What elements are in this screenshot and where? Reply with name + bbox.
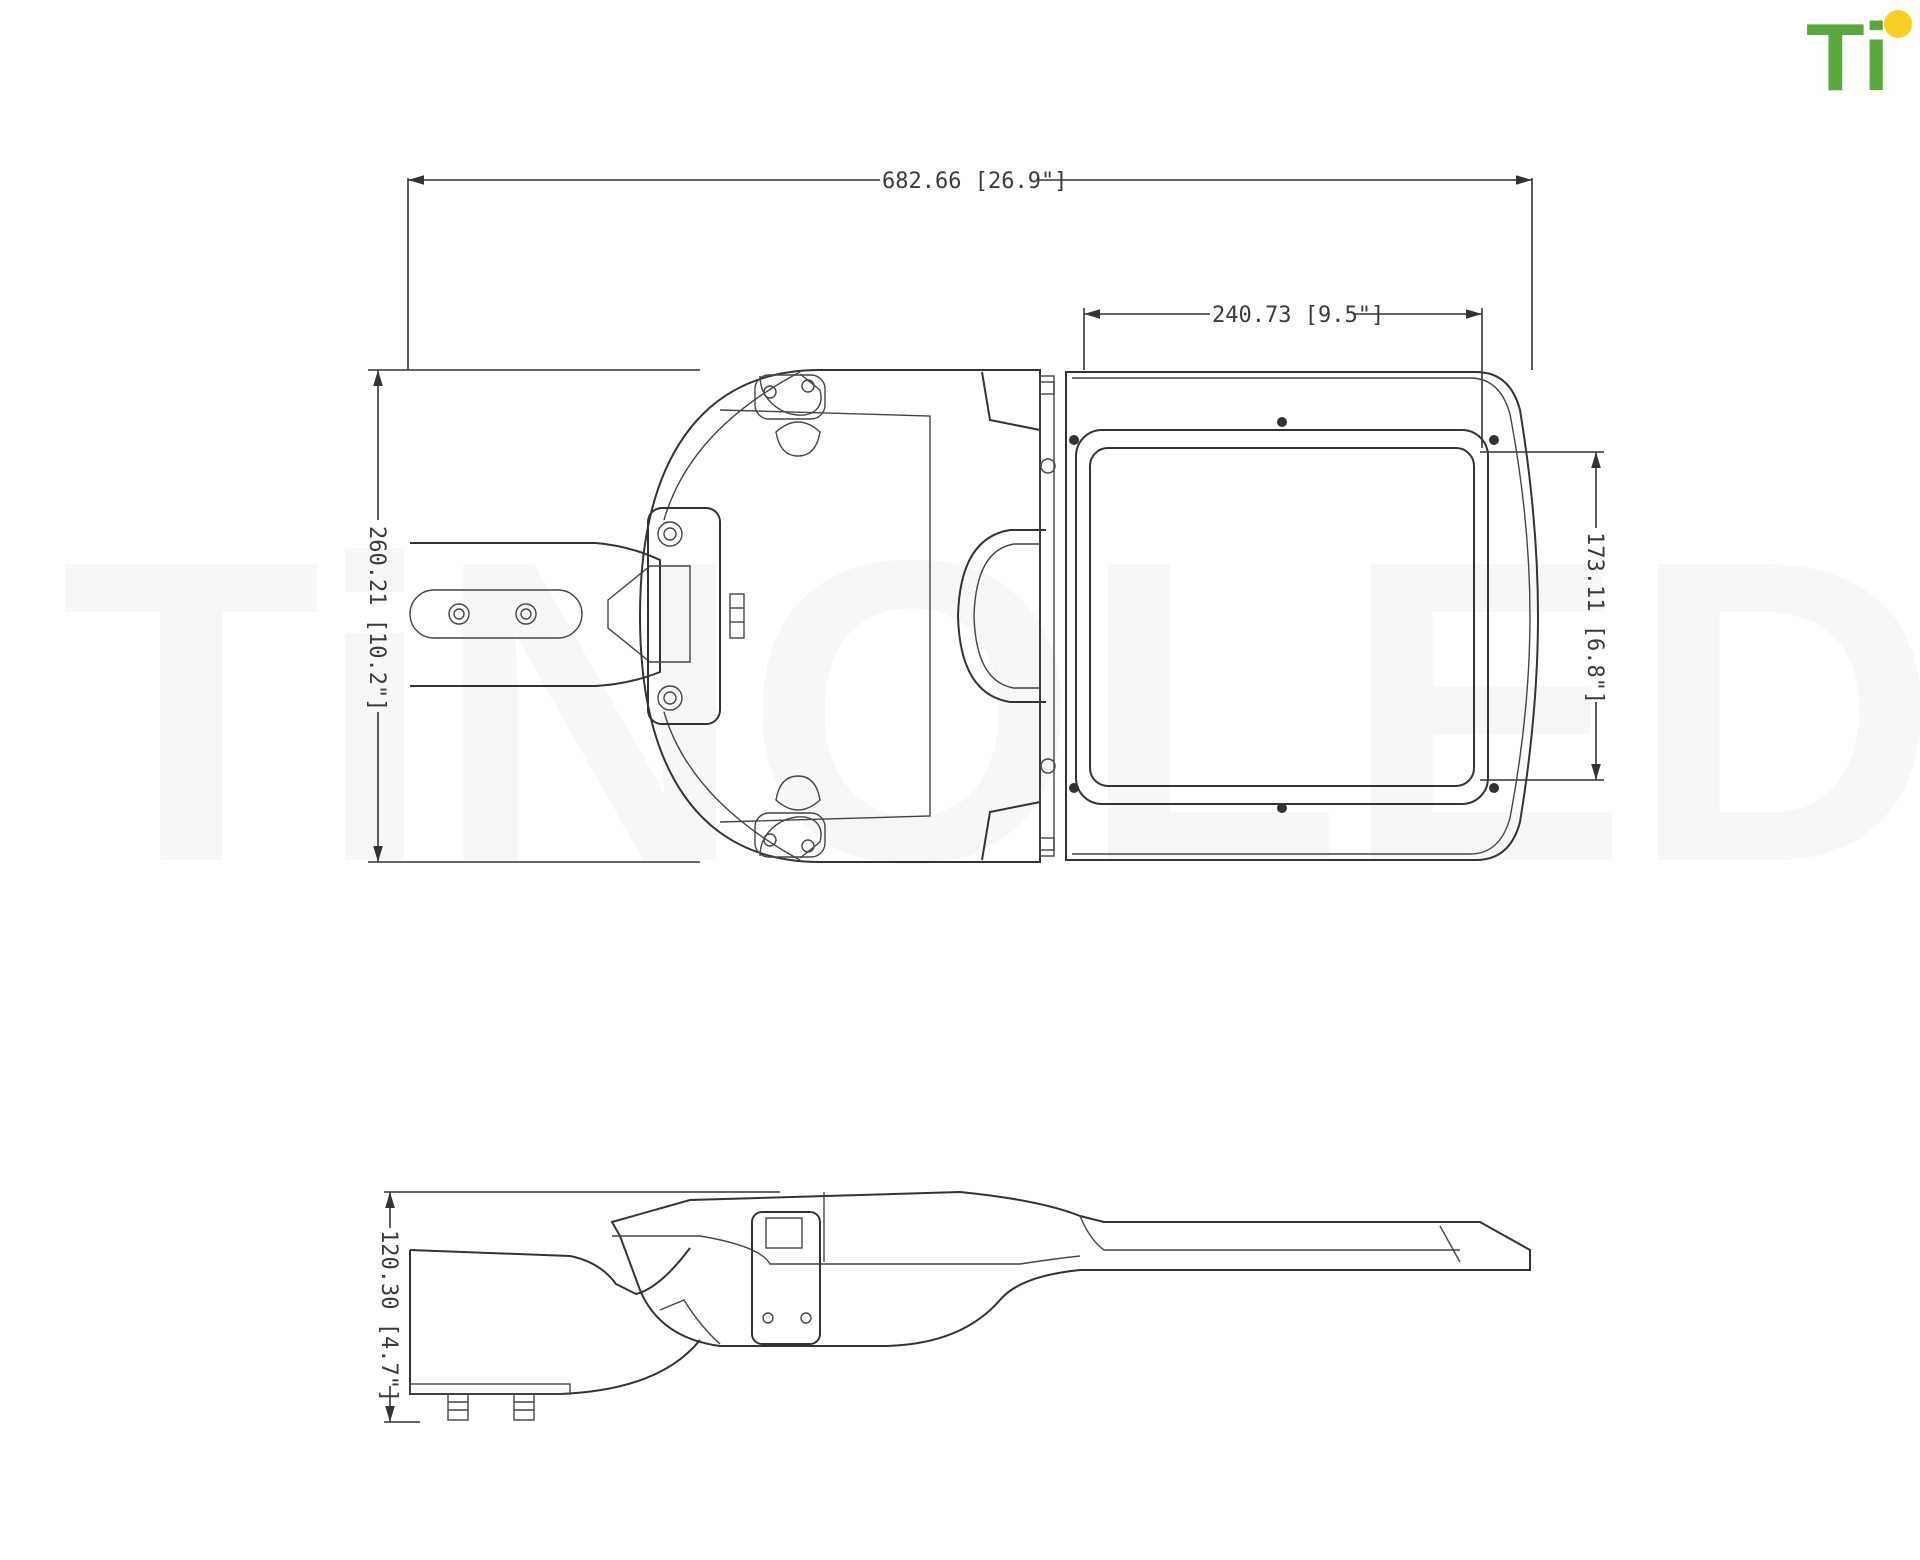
lens-window <box>1089 447 1475 787</box>
overall-width-dimension: 260.21 [10.2"] <box>364 369 700 863</box>
lens-height-label: 173.11 [6.8"] <box>1582 532 1607 704</box>
lens-width-label: 240.73 [9.5"] <box>1212 303 1384 328</box>
side-height-label: 120.30 [4.7"] <box>376 1230 401 1402</box>
overall-width-label: 260.21 [10.2"] <box>364 526 389 711</box>
side-height-dimension: 120.30 [4.7"] <box>376 1191 780 1423</box>
side-clamp <box>751 1211 821 1345</box>
mounting-arm <box>409 542 691 687</box>
housing-body <box>638 369 1056 863</box>
overall-length-dimension: 682.66 [26.9"] <box>407 169 1533 370</box>
lens-height-dimension: 173.11 [6.8"] <box>1480 451 1607 781</box>
logo-text: Ti <box>1806 4 1890 111</box>
overall-length-label: 682.66 [26.9"] <box>882 169 1067 194</box>
watermark: TiNOLED <box>60 472 1920 952</box>
side-mount-bracket <box>409 1247 701 1421</box>
svg-text:TiNOLED: TiNOLED <box>60 472 1920 952</box>
logo-dot <box>1884 10 1912 38</box>
side-housing <box>610 1190 1531 1347</box>
top-view: 682.66 [26.9"] 240.73 [9.5"] 260.21 [10.… <box>364 169 1607 863</box>
lens-width-dimension: 240.73 [9.5"] <box>1083 303 1483 448</box>
lamp-head <box>1065 371 1540 861</box>
side-view: 120.30 [4.7"] <box>376 1190 1531 1423</box>
brand-logo: Ti <box>1806 4 1912 111</box>
